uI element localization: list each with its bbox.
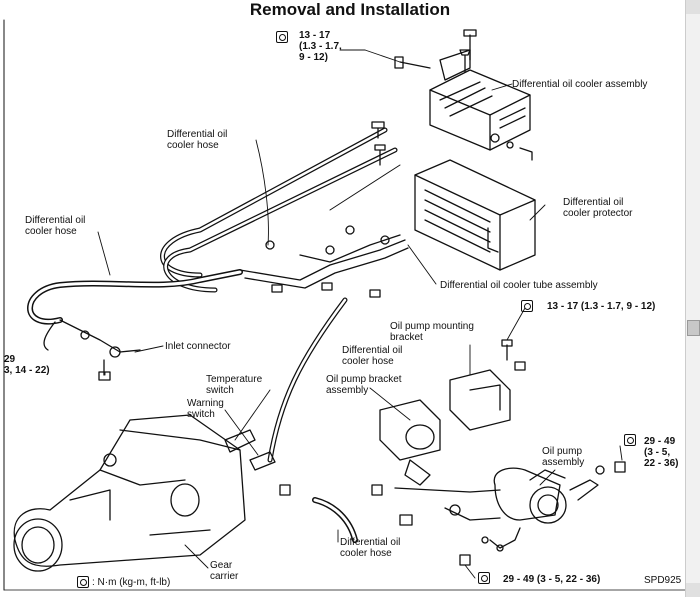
label-oil-pump-bracket-assembly: Oil pump bracket assembly bbox=[326, 374, 402, 396]
legend-unit: : N·m (kg-m, ft-lb) bbox=[92, 577, 171, 588]
label-warning-switch: Warning switch bbox=[187, 398, 224, 420]
oil-pump-bracket-part bbox=[379, 399, 441, 461]
torque-wrench-icon bbox=[624, 434, 636, 446]
label-inlet-connector: Inlet connector bbox=[165, 341, 231, 352]
torque-spec-right: 29 - 49 (3 - 5, 22 - 36) bbox=[644, 436, 679, 469]
oil-pump-mounting-bracket-part bbox=[449, 369, 511, 431]
label-gear-carrier: Gear carrier bbox=[210, 560, 239, 582]
warning-switch-part bbox=[249, 451, 276, 471]
gear-carrier-part bbox=[13, 414, 246, 572]
torque-spec-mid-right: 13 - 17 (1.3 - 1.7, 9 - 12) bbox=[547, 301, 656, 312]
scroll-down-icon[interactable] bbox=[686, 583, 700, 597]
scroll-thumb[interactable] bbox=[687, 320, 700, 336]
figure-code: SPD925 bbox=[644, 575, 682, 586]
torque-spec-left: 29 3, 14 - 22) bbox=[4, 354, 50, 376]
torque-wrench-icon bbox=[478, 572, 490, 584]
scroll-up-icon[interactable] bbox=[686, 0, 700, 14]
label-diff-oil-cooler-hose-2: Differential oil cooler hose bbox=[25, 215, 86, 237]
page-title: Removal and Installation bbox=[249, 0, 451, 19]
torque-wrench-icon bbox=[77, 576, 89, 588]
oil-cooler-protector-part bbox=[414, 159, 536, 271]
label-diff-oil-cooler-tube-assembly: Differential oil cooler tube assembly bbox=[440, 280, 598, 291]
label-diff-oil-cooler-assembly: Differential oil cooler assembly bbox=[512, 79, 648, 90]
label-diff-oil-cooler-hose-1: Differential oil cooler hose bbox=[167, 129, 228, 151]
label-oil-pump-assembly: Oil pump assembly bbox=[542, 446, 585, 468]
torque-wrench-icon bbox=[521, 300, 533, 312]
torque-spec-bottom: 29 - 49 (3 - 5, 22 - 36) bbox=[503, 574, 601, 585]
label-oil-pump-mounting-bracket: Oil pump mounting bracket bbox=[390, 321, 474, 343]
label-temperature-switch: Temperature switch bbox=[206, 374, 263, 396]
torque-spec-top: 13 - 17 (1.3 - 1.7, 9 - 12) bbox=[299, 30, 342, 63]
label-diff-oil-cooler-protector: Differential oil cooler protector bbox=[563, 197, 633, 219]
label-diff-oil-cooler-hose-3: Differential oil cooler hose bbox=[342, 345, 403, 367]
label-diff-oil-cooler-hose-4: Differential oil cooler hose bbox=[340, 537, 401, 559]
bolt-top bbox=[463, 29, 477, 61]
oil-cooler-assembly-part bbox=[429, 49, 533, 161]
vertical-scrollbar[interactable] bbox=[685, 0, 700, 597]
oil-pump-assembly-part bbox=[493, 467, 567, 524]
torque-wrench-icon bbox=[276, 31, 288, 43]
